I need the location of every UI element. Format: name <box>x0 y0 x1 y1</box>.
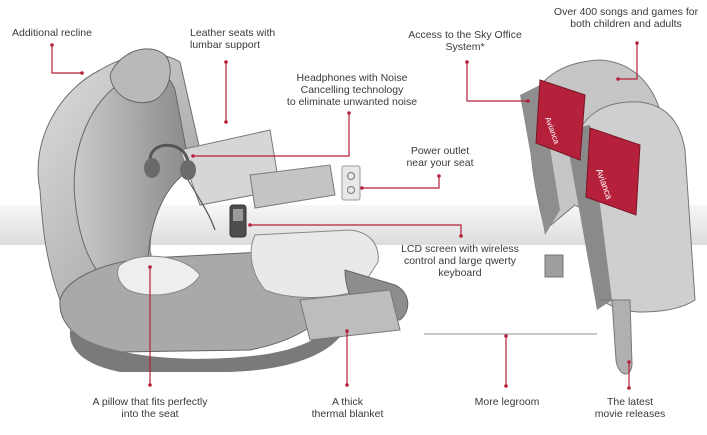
callout-songs-games: Over 400 songs and games for both childr… <box>553 6 699 30</box>
callout-movie-releases: The latest movie releases <box>594 396 666 420</box>
leader-lines <box>51 43 638 388</box>
entertainment-screen-icon: Avianca Avianca <box>535 79 641 216</box>
leader-lcd <box>250 224 462 236</box>
leader-songs <box>618 43 638 80</box>
leader-dots <box>50 41 639 390</box>
callout-sky-office: Access to the Sky Office System* <box>408 29 522 53</box>
leader-headphones <box>193 113 350 157</box>
callout-legroom: More legroom <box>474 396 540 408</box>
leader-sky-office <box>466 62 528 102</box>
callout-power-outlet: Power outlet near your seat <box>406 145 474 169</box>
leader-power <box>362 176 440 189</box>
callout-additional-recline: Additional recline <box>12 27 92 39</box>
remote-control-icon <box>229 204 247 238</box>
callout-thermal-blanket: A thick thermal blanket <box>311 396 384 420</box>
business-seat <box>37 48 409 372</box>
callout-headphones: Headphones with Noise Cancelling technol… <box>286 72 418 108</box>
headphones-icon <box>144 143 216 231</box>
leader-recline <box>51 45 82 74</box>
callout-leather-seats: Leather seats with lumbar support <box>190 27 276 51</box>
callout-pillow: A pillow that fits perfectly into the se… <box>92 396 208 420</box>
callout-lcd-screen: LCD screen with wireless control and lar… <box>401 243 519 279</box>
power-outlet-icon <box>341 165 361 201</box>
